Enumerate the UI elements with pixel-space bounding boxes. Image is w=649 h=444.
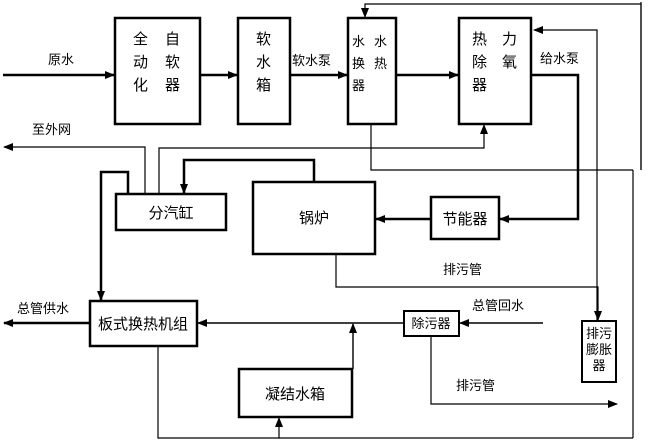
to-outside-network-label: 至外网: [32, 123, 71, 138]
whx-char-2: 水: [374, 35, 387, 50]
blowdown-tank-line-1: 排污: [586, 327, 612, 342]
deaerator-steam-inlet-line: [533, 26, 598, 320]
blowdown-pipe-upper-label: 排污管: [443, 263, 482, 278]
blowdown-pipe-lower-label: 排污管: [456, 379, 495, 394]
main-supply-label: 总管供水: [17, 302, 69, 317]
deaerator-char-2: 力: [502, 30, 517, 48]
softener-char-2: 自: [165, 30, 180, 48]
steam-to-deaerator-line: [158, 124, 488, 194]
exchanger-drain-line: [370, 124, 633, 171]
economizer-box: 节能器: [429, 195, 501, 241]
boiler-blowdown-line: [335, 254, 602, 321]
deaerator-char-1: 热: [472, 30, 487, 48]
softener-char-1: 全: [133, 30, 148, 48]
water-heat-exchanger-box: 水 水 换 热 器: [346, 16, 398, 126]
steam-header-label: 分汽缸: [148, 204, 193, 222]
economizer-label: 节能器: [442, 210, 487, 228]
raw-water-label: 原水: [48, 53, 74, 68]
softener-box: 全 自 动 软 化 器: [113, 16, 202, 126]
soft-tank-char-2: 水: [256, 53, 271, 71]
boiler-to-steam-header-line: [180, 158, 316, 194]
whx-char-1: 水: [352, 35, 365, 50]
condensate-tank-box: 凝结水箱: [237, 367, 354, 419]
softener-char-4: 软: [165, 53, 180, 71]
deaerator-char-5: 器: [472, 76, 487, 94]
feed-water-pump-label: 给水泵: [540, 52, 579, 67]
steam-to-plate-hx-line: [97, 170, 130, 301]
soft-tank-char-3: 箱: [256, 76, 271, 94]
blowdown-tank-line-2: 膨胀: [586, 343, 612, 358]
condensate-tank-label: 凝结水箱: [265, 385, 325, 403]
to-outside-network-arrow: [3, 143, 146, 194]
softener-char-3: 动: [133, 53, 148, 71]
softener-char-5: 化: [133, 76, 148, 94]
whx-char-4: 热: [374, 57, 387, 72]
dirt-separator-box: 除污器: [403, 310, 460, 337]
deaerator-char-4: 氧: [502, 53, 517, 71]
separator-blowdown-line: [430, 336, 618, 408]
soft-water-pump-label: 软水泵: [292, 54, 331, 69]
boiler-box: 锅炉: [251, 180, 377, 256]
plate-hx-condensate-line: [157, 346, 283, 439]
plate-hx-label: 板式换热机组: [98, 315, 188, 333]
softener-char-6: 器: [165, 76, 180, 94]
deaerator-char-3: 除: [472, 53, 487, 71]
flow-lines: [3, 2, 642, 439]
blowdown-tank-line-3: 器: [592, 359, 605, 374]
boiler-label: 锅炉: [299, 209, 329, 227]
feed-pump-line: [499, 73, 580, 223]
blowdown-expansion-tank-box: 排污 膨胀 器: [581, 320, 617, 383]
main-return-label: 总管回水: [472, 299, 524, 314]
soft-water-tank-box: 软 水 箱: [236, 16, 292, 126]
whx-char-3: 换: [352, 57, 365, 72]
whx-char-5: 器: [352, 79, 365, 94]
deaerator-box: 热 力 除 氧 器: [457, 16, 533, 126]
soft-tank-char-1: 软: [256, 30, 271, 48]
dirt-separator-label: 除污器: [411, 317, 450, 332]
steam-header-box: 分汽缸: [114, 192, 228, 232]
plate-heat-exchanger-unit-box: 板式换热机组: [88, 299, 199, 348]
